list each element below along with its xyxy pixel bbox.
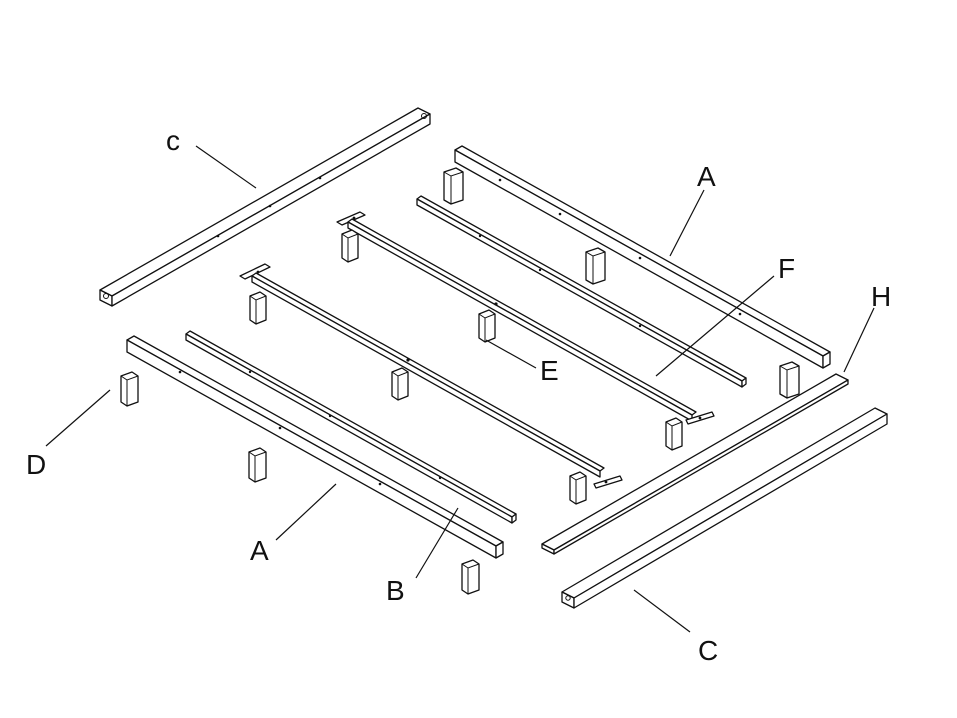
leg-e-6 [569,471,587,505]
leader-a-left [275,483,337,541]
label-c-top: c [166,125,180,156]
label-f: F [778,253,795,284]
leader-h [843,307,875,373]
leg-e-5 [391,367,409,401]
end-rail-c-top [99,107,431,307]
center-support-f-lower [239,263,623,489]
slat-b-right [416,195,747,388]
side-rail-a-right [454,145,831,369]
leader-b [415,507,459,579]
leader-d [45,389,111,447]
label-b: B [386,575,405,606]
leader-a-right [669,189,705,257]
label-a-left: A [250,535,269,566]
side-rail-a-left [126,335,504,559]
label-e: E [540,355,559,386]
leg-e-1 [341,229,359,263]
leg-d-5 [248,447,267,483]
leg-d-1 [443,167,464,205]
label-d: D [26,449,46,480]
leader-e [485,339,537,369]
slat-b-left [185,330,517,524]
leg-d-2 [585,247,606,285]
footboard-h [541,373,849,555]
label-c-bottom: C [698,635,718,666]
leader-f [655,275,775,377]
leg-e-4 [249,291,267,325]
leg-d-3 [779,361,800,399]
center-support-f-upper [336,211,715,425]
end-rail-c-bottom [561,407,888,609]
leader-c-bottom [633,589,691,633]
leg-d-4 [120,371,139,407]
leg-d-6 [461,559,480,595]
label-a-right: A [697,161,716,192]
leg-e-2 [478,309,496,343]
leg-e-3 [665,417,683,451]
leader-c-top [195,145,257,189]
label-h: H [871,281,891,312]
